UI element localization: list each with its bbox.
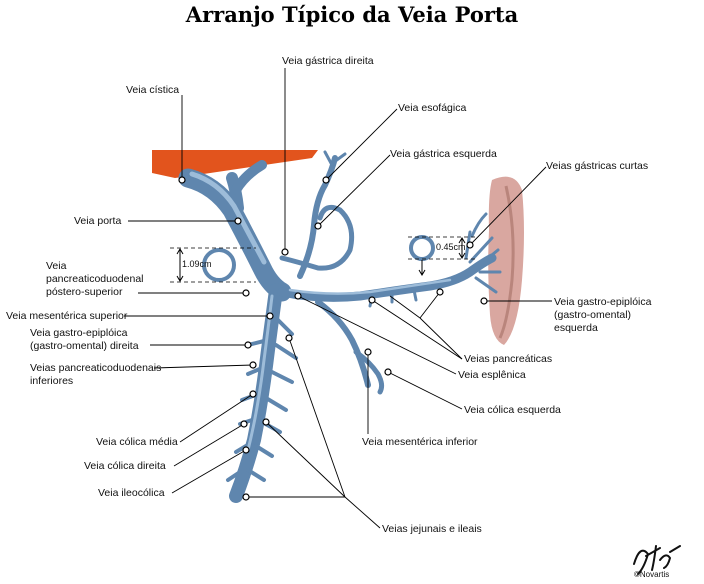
label-veias-gastricas-curtas: Veias gástricas curtas	[546, 160, 649, 172]
left-colic-vein	[353, 349, 385, 395]
label-veia-cistica: Veia cística	[126, 84, 180, 96]
label-veias-jejunais-ileais: Veias jejunais e ileais	[382, 523, 482, 535]
label-gastro-epiploica-esquerda-1: Veia gastro-epiplóica	[554, 296, 652, 308]
label-veia-ileocolica: Veia ileocólica	[98, 487, 165, 499]
splenic-hilum-branches	[464, 230, 502, 294]
label-pancreaticoduodenal-ps-2: pancreaticoduodenal	[46, 273, 144, 285]
portal-highlight	[189, 171, 267, 265]
splenic-cross-section	[409, 235, 435, 261]
diagram-title: Arranjo Típico da Veia Porta	[185, 2, 519, 27]
measurement-splenic: 0.45cm	[436, 242, 466, 252]
label-veia-esplenica: Veia esplênica	[458, 369, 526, 381]
label-veia-esofagica: Veia esofágica	[398, 102, 467, 114]
label-pancreaticoduodenal-ps-3: póstero-superior	[46, 286, 123, 298]
measurement-arrows	[176, 237, 466, 282]
label-gastro-epiploica-esquerda-2: (gastro-omental)	[554, 309, 632, 321]
left-gastric-vein	[297, 155, 338, 279]
netter-signature-logo	[633, 545, 681, 575]
inferior-mesenteric-vein	[315, 299, 371, 388]
label-veia-colica-esquerda: Veia cólica esquerda	[464, 404, 561, 416]
label-gastro-epiploica-direita-1: Veia gastro-epiplóica	[30, 327, 128, 339]
short-gastric-veins	[470, 212, 488, 238]
portal-vein	[178, 168, 292, 302]
label-veias-pancreaticas: Veias pancreáticas	[464, 353, 553, 365]
copyright-credit: ©Novartis	[634, 570, 670, 579]
spleen	[488, 176, 524, 345]
label-veia-mesenterica-superior: Veia mesentérica superior	[6, 310, 128, 322]
label-pancreaticoduodenal-ps-1: Veia	[46, 260, 67, 272]
portal-cross-section	[202, 248, 236, 282]
spleen-shading	[498, 185, 515, 339]
measurement-guides	[170, 236, 476, 283]
label-veia-colica-direita: Veia cólica direita	[84, 460, 166, 472]
label-pancreaticoduodenais-inf-1: Veias pancreaticoduodenais	[30, 362, 162, 374]
label-gastro-epiploica-esquerda-3: esquerda	[554, 322, 598, 334]
esophageal-branch	[323, 150, 347, 167]
portal-right-branch	[231, 160, 267, 195]
splenic-highlight	[288, 278, 452, 295]
label-veia-mesenterica-inferior: Veia mesentérica inferior	[362, 436, 478, 448]
label-gastro-epiploica-direita-2: (gastro-omental) direita	[30, 340, 139, 352]
label-veia-porta: Veia porta	[74, 215, 122, 227]
leader-lines	[124, 68, 552, 529]
superior-mesenteric-vein	[229, 283, 283, 503]
label-points	[178, 176, 488, 501]
label-veia-gastrica-esquerda: Veia gástrica esquerda	[390, 148, 497, 160]
label-veia-gastrica-direita: Veia gástrica direita	[282, 55, 374, 67]
label-veia-colica-media: Veia cólica média	[96, 436, 178, 448]
measurement-portal: 1.09cm	[182, 259, 212, 269]
label-pancreaticoduodenais-inf-2: inferiores	[30, 375, 74, 387]
